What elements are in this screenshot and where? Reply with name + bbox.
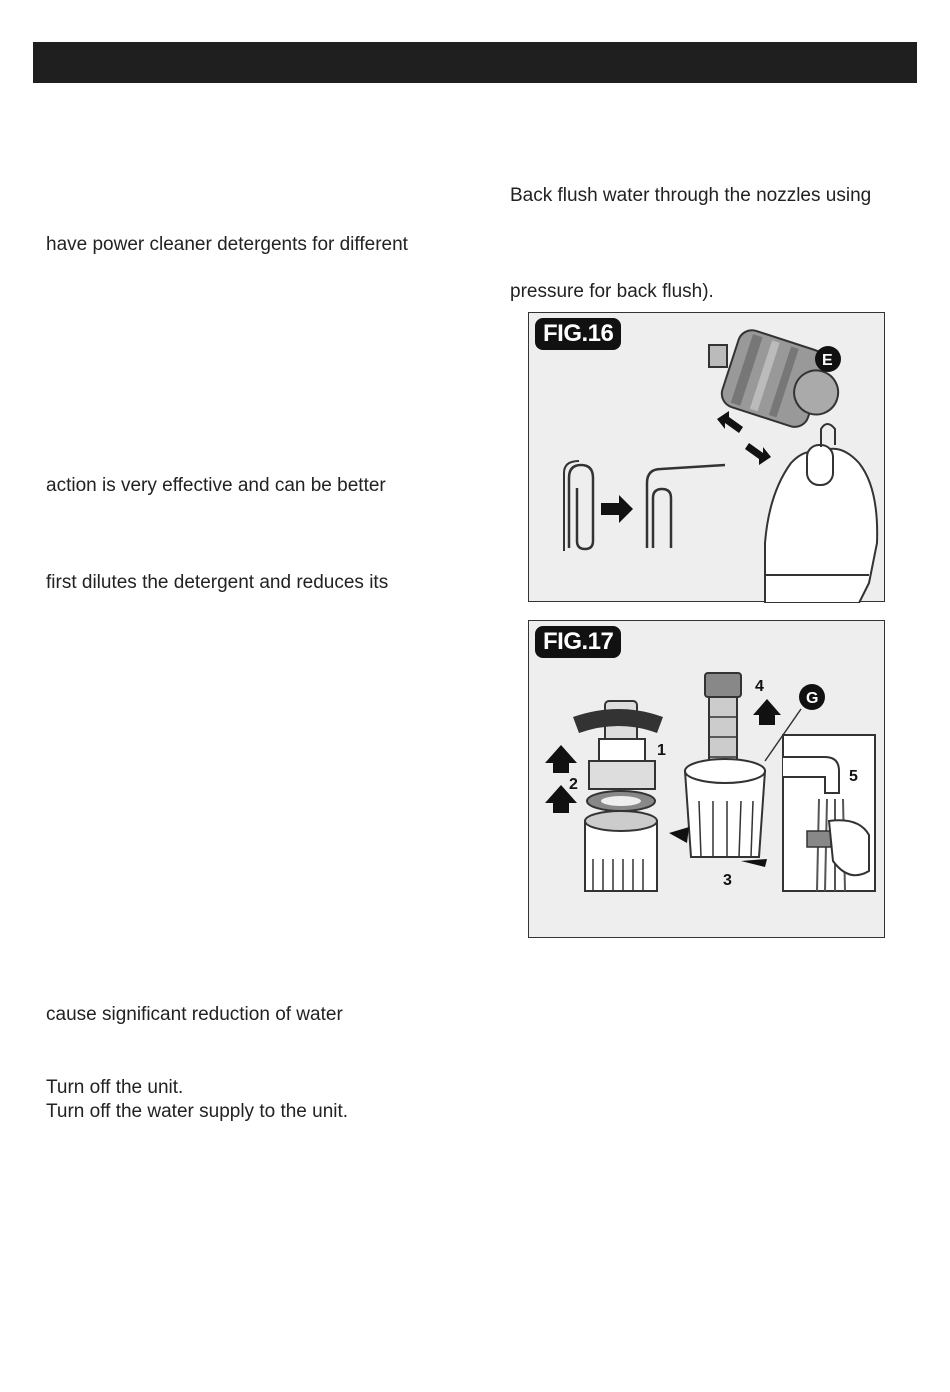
step-turn-off-unit: Turn off the unit.	[46, 1077, 184, 1098]
step-4-label: 4	[755, 678, 764, 695]
section-header-bar	[33, 42, 917, 83]
figure-17: 2 1 4 G 3 5 FIG.17	[528, 620, 885, 938]
callout-g-icon	[799, 684, 825, 710]
up-arrow-icon	[545, 745, 577, 773]
right-text-line-1: Back flush water through the nozzles usi…	[510, 185, 872, 206]
right-text-line-2: pressure for back flush).	[510, 281, 714, 302]
left-text-line-4: cause significant reduction of water	[46, 1004, 343, 1025]
callout-e-icon	[815, 346, 841, 372]
step-3-label: 3	[723, 872, 732, 889]
left-text-line-3: first dilutes the detergent and reduces …	[46, 572, 389, 593]
rotate-arrow-icon	[573, 709, 663, 733]
hand-icon	[827, 819, 870, 877]
step-5-label: 5	[849, 768, 858, 785]
step-1-label: 1	[657, 742, 666, 759]
callout-e-label: E	[822, 352, 833, 369]
double-arrow-icon	[717, 411, 743, 433]
figure-16: E FIG.16	[528, 312, 885, 603]
faucet-icon	[783, 756, 840, 794]
figure-16-label: FIG.16	[535, 318, 622, 350]
figure-16-illustration: E	[563, 329, 879, 603]
paper-clip-icon	[567, 463, 595, 551]
callout-g-label: G	[806, 690, 818, 707]
figure-17-label: FIG.17	[535, 626, 622, 658]
straightened-clip-icon	[645, 463, 726, 548]
right-arrow-icon	[601, 495, 633, 523]
left-text-line-1: have power cleaner detergents for differ…	[46, 234, 408, 255]
step-2-label: 2	[569, 776, 578, 793]
left-text-line-2: action is very effective and can be bett…	[46, 475, 386, 496]
filter-icon	[704, 672, 742, 698]
step-turn-off-water: Turn off the water supply to the unit.	[46, 1101, 349, 1122]
figure-17-illustration: 2 1 4 G 3 5	[545, 672, 876, 892]
